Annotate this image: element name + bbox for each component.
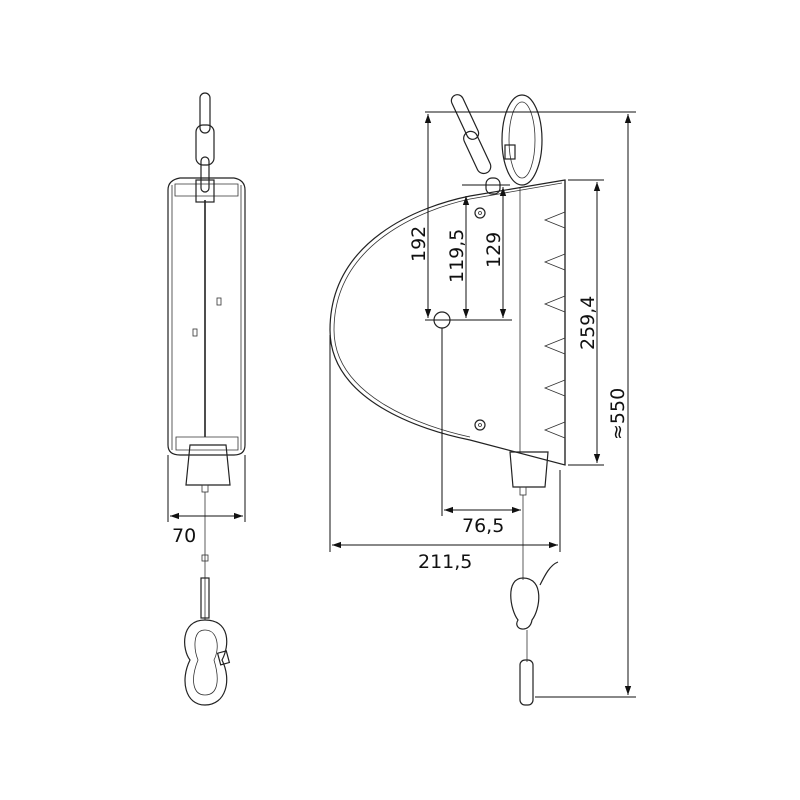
dim-width: 70 — [167, 455, 246, 547]
housing — [167, 177, 246, 486]
cable-and-hook-side — [510, 486, 559, 706]
cable-and-hook — [184, 484, 231, 706]
top-chain — [195, 92, 215, 193]
dim-label-76-5: 76,5 — [462, 515, 504, 537]
dim-label-550: ≈550 — [607, 388, 629, 440]
dimensions-side: 192 119,5 129 259,4 ≈550 76,5 211,5 — [329, 111, 636, 698]
dim-label-259-4: 259,4 — [577, 296, 599, 350]
housing-side — [329, 179, 566, 488]
dim-label-129: 129 — [483, 232, 505, 268]
dim-label-119-5: 119,5 — [446, 229, 468, 283]
dim-label-width: 70 — [172, 525, 196, 547]
dim-label-211-5: 211,5 — [418, 551, 472, 573]
dim-label-192: 192 — [408, 226, 430, 262]
front-view: 70 — [167, 92, 246, 706]
side-view: 192 119,5 129 259,4 ≈550 76,5 211,5 — [329, 94, 636, 706]
chain-and-carabiner — [450, 94, 543, 195]
